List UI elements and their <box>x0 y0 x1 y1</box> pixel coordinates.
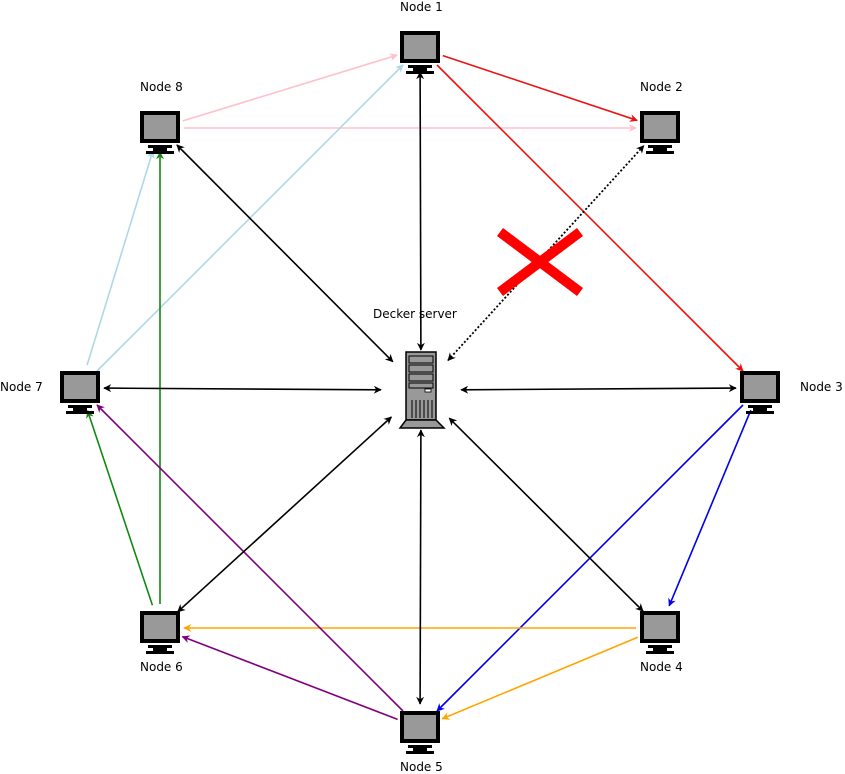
computer-icon <box>60 371 100 414</box>
edge-n7-to-n8 <box>86 150 155 366</box>
server-label: Decker server <box>373 307 457 321</box>
edge-server-to-n8 <box>176 144 394 363</box>
node-7: Node 7 <box>0 371 100 414</box>
computer-icon <box>140 611 180 654</box>
edge-server-to-n6 <box>177 416 392 613</box>
computer-icon <box>740 371 780 414</box>
computer-icon <box>400 31 440 74</box>
edge-n1-to-n2 <box>442 54 638 122</box>
edge-server-to-n3 <box>460 384 737 394</box>
node-6-label: Node 6 <box>140 660 183 674</box>
computer-icon <box>640 611 680 654</box>
edge-server-to-n7 <box>103 384 382 394</box>
edges <box>86 53 752 721</box>
computer-icon <box>400 711 440 754</box>
node-7-label: Node 7 <box>0 380 43 394</box>
edge-n3-to-n4 <box>668 409 752 607</box>
node-6: Node 6 <box>140 611 183 674</box>
edge-n8-to-n1 <box>182 53 398 122</box>
edge-server-to-n1 <box>416 71 425 351</box>
server-icon <box>398 351 446 429</box>
node-1-label: Node 1 <box>400 0 443 14</box>
cross-stroke-2 <box>497 228 583 296</box>
node-5-label: Node 5 <box>400 760 443 774</box>
edge-server-to-n5 <box>416 429 425 705</box>
edge-n4-to-n5 <box>441 636 639 720</box>
node-3: Node 3 <box>740 371 843 414</box>
edge-n5-to-n6 <box>181 635 398 721</box>
node-4-label: Node 4 <box>640 660 683 674</box>
node-5: Node 5 <box>400 711 443 774</box>
node-4: Node 4 <box>640 611 683 674</box>
edge-server-to-n4 <box>448 417 644 612</box>
node-8: Node 8 <box>140 80 183 154</box>
computer-icon <box>140 111 180 154</box>
server: Decker server <box>373 307 457 429</box>
node-3-label: Node 3 <box>800 380 843 394</box>
node-2: Node 2 <box>640 80 683 154</box>
edge-n6-to-n7 <box>86 410 154 606</box>
edge-n1-to-n3 <box>436 64 744 372</box>
node-8-label: Node 8 <box>140 80 183 94</box>
node-2-label: Node 2 <box>640 80 683 94</box>
node-1: Node 1 <box>400 0 443 74</box>
broken-link-marker <box>497 228 583 296</box>
computer-icon <box>640 111 680 154</box>
